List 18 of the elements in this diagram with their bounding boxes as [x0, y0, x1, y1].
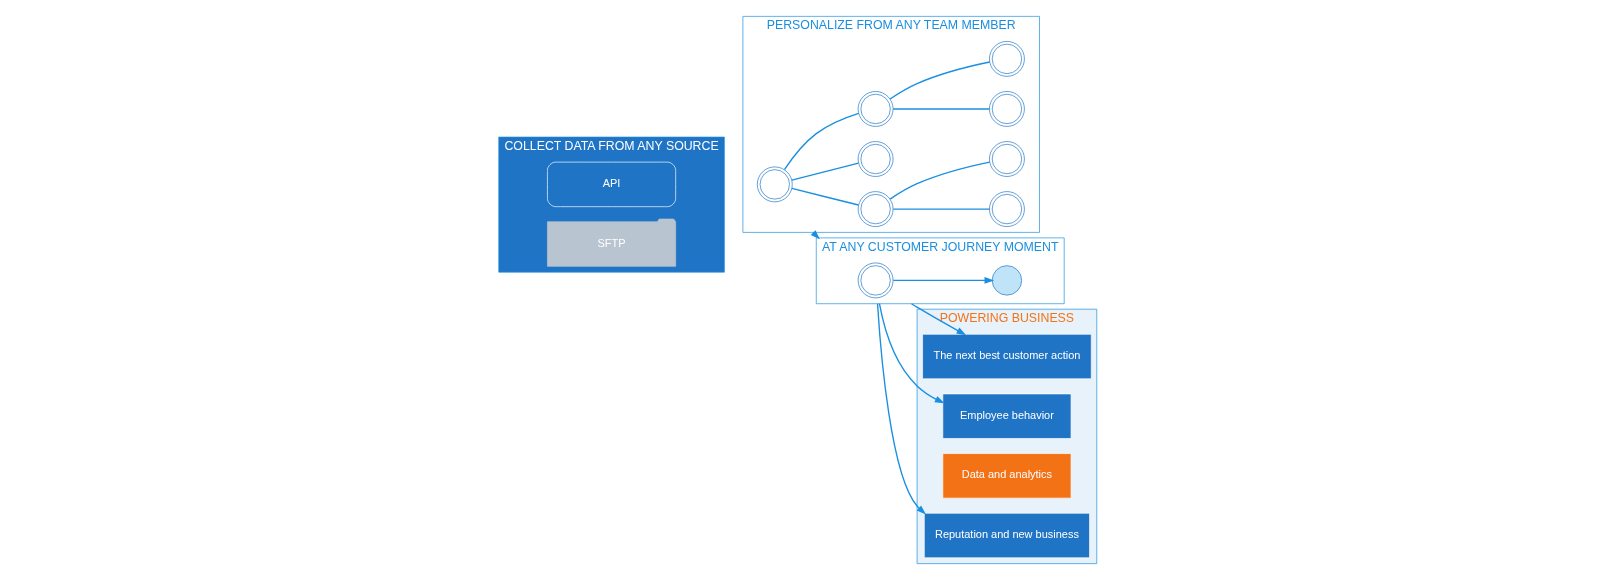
connector	[888, 61, 990, 100]
connector	[783, 112, 859, 171]
node-circle	[991, 265, 1022, 296]
arrow	[910, 303, 966, 336]
arrow	[876, 303, 926, 515]
connector	[888, 161, 990, 200]
arrow	[878, 303, 944, 404]
arrow	[892, 277, 994, 284]
node-box: API	[546, 161, 676, 207]
cluster: AT ANY CUSTOMER JOURNEY MOMENT	[815, 237, 1065, 305]
connector	[892, 108, 990, 110]
node-box: The next best customer action	[921, 333, 1092, 380]
node-box: Employee behavior	[941, 393, 1071, 439]
connector	[790, 187, 859, 206]
connector	[790, 162, 859, 181]
node-box: Reputation and new business	[923, 512, 1090, 559]
connector	[892, 208, 990, 210]
node-box: Data and analytics	[941, 453, 1071, 499]
